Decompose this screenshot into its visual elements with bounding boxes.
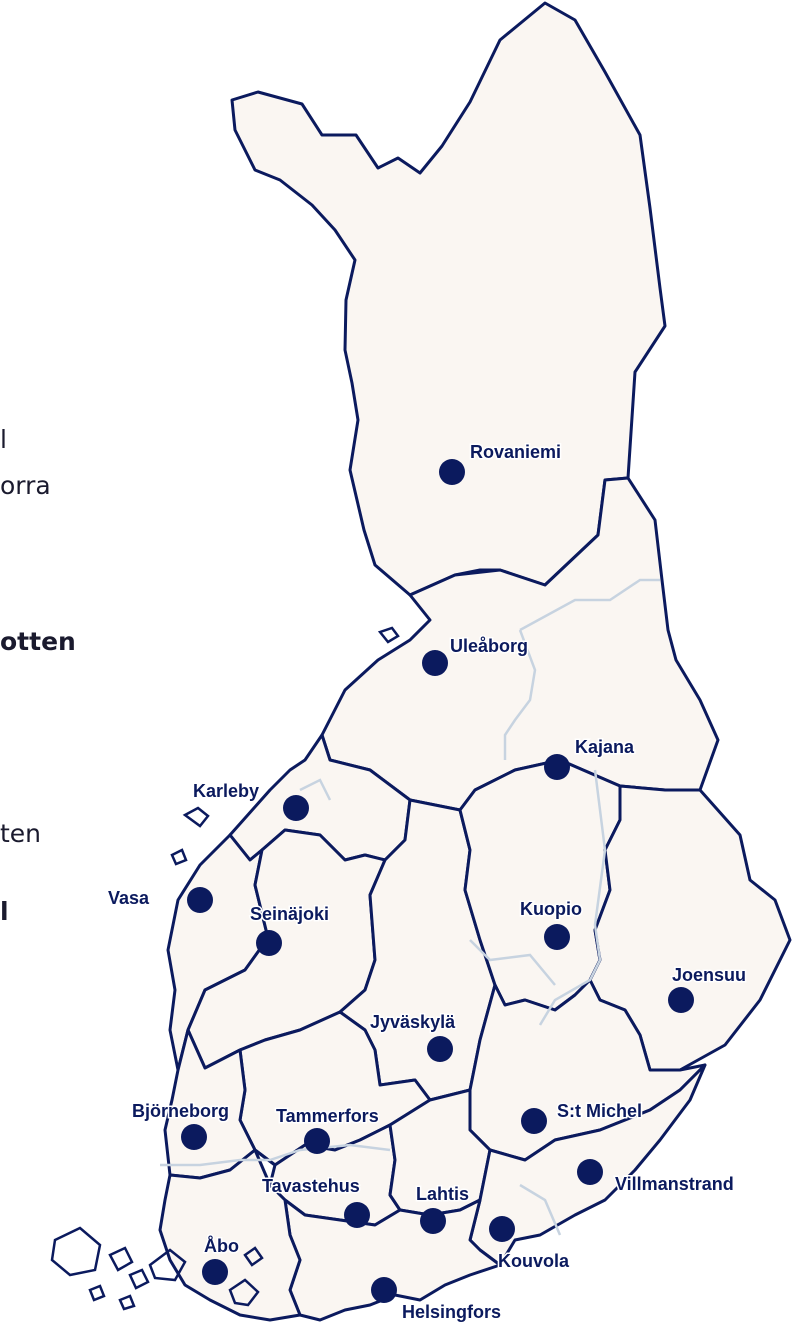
- city-dot-bjorneborg[interactable]: [181, 1124, 207, 1150]
- subregion-border: [538, 769, 607, 1026]
- city-dot-jyvaskyla[interactable]: [427, 1036, 453, 1062]
- region-lappland: [230, 1, 667, 597]
- city-dot-seinajoki[interactable]: [256, 930, 282, 956]
- city-dot-abo[interactable]: [202, 1259, 228, 1285]
- city-label-lahtis: Lahtis: [416, 1184, 469, 1204]
- city-label-st-michel: S:t Michel: [557, 1101, 642, 1121]
- city-label-tavastehus: Tavastehus: [262, 1176, 360, 1196]
- subregion-border: [519, 1183, 562, 1236]
- coastal-islands: [50, 626, 400, 1311]
- city-label-uleaborg: Uleåborg: [450, 636, 528, 656]
- subregion-border: [160, 1143, 391, 1167]
- city-dot-joensuu[interactable]: [668, 987, 694, 1013]
- city-label-seinajoki: Seinäjoki: [250, 904, 329, 924]
- city-dot-kouvola[interactable]: [489, 1216, 515, 1242]
- city-dot-st-michel[interactable]: [521, 1108, 547, 1134]
- city-label-karleby: Karleby: [193, 781, 259, 801]
- side-text-2: orra: [0, 471, 51, 500]
- city-label-abo: Åbo: [204, 1236, 239, 1256]
- city-dot-kuopio[interactable]: [544, 924, 570, 950]
- city-label-vasa: Vasa: [108, 888, 150, 908]
- city-dot-uleaborg[interactable]: [422, 650, 448, 676]
- city-dot-rovaniemi[interactable]: [439, 459, 465, 485]
- side-text-5: l: [0, 897, 9, 926]
- city-label-helsingfors: Helsingfors: [402, 1302, 501, 1322]
- city-dot-villmanstrand[interactable]: [577, 1159, 603, 1185]
- city-dot-tavastehus[interactable]: [344, 1202, 370, 1228]
- city-dot-tammerfors[interactable]: [304, 1128, 330, 1154]
- city-label-kouvola: Kouvola: [498, 1251, 570, 1271]
- subregion-border: [299, 778, 332, 801]
- city-label-tammerfors: Tammerfors: [276, 1106, 379, 1126]
- side-text-1: l: [0, 425, 7, 454]
- city-label-rovaniemi: Rovaniemi: [470, 442, 561, 462]
- city-dot-karleby[interactable]: [283, 795, 309, 821]
- subregion-border: [469, 939, 556, 986]
- city-label-joensuu: Joensuu: [672, 965, 746, 985]
- region-egentliga-finland: [158, 1148, 302, 1322]
- side-text-4: ten: [0, 819, 42, 848]
- subregion-border: [519, 578, 660, 632]
- city-label-jyvaskyla: Jyväskylä: [370, 1012, 456, 1032]
- side-text-3: otten: [0, 627, 76, 656]
- city-label-bjorneborg: Björneborg: [132, 1101, 229, 1121]
- city-label-kajana: Kajana: [575, 737, 635, 757]
- city-dot-lahtis[interactable]: [420, 1208, 446, 1234]
- city-dot-vasa[interactable]: [187, 887, 213, 913]
- city-label-kuopio: Kuopio: [520, 899, 582, 919]
- city-dot-helsingfors[interactable]: [371, 1277, 397, 1303]
- city-dot-kajana[interactable]: [544, 754, 570, 780]
- city-label-villmanstrand: Villmanstrand: [615, 1174, 734, 1194]
- subregion-border: [503, 629, 537, 760]
- city-markers: Rovaniemi Uleåborg Kajana Karleby Vasa S…: [107, 441, 748, 1324]
